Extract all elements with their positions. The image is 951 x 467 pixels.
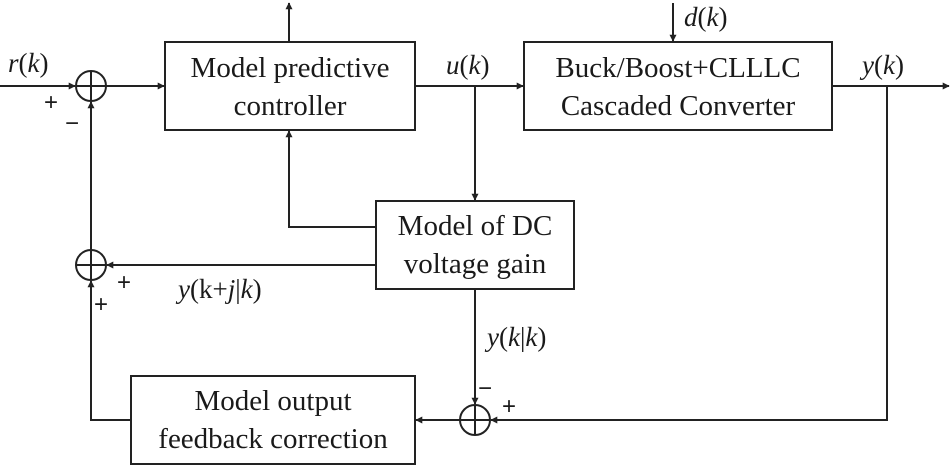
sign-sum3-model: − — [478, 375, 492, 402]
sign-sum3-output: + — [502, 393, 516, 420]
sign-sum1-feedback: − — [65, 110, 79, 137]
signal-label-output: y(k) — [859, 50, 904, 80]
mpc-label-line2: controller — [234, 90, 347, 122]
sign-sum2-prediction: + — [117, 269, 131, 296]
sign-sum1-reference: + — [44, 89, 58, 116]
signal-label-control: u(k) — [446, 50, 489, 80]
gain-model-label-line2: voltage gain — [404, 248, 547, 280]
converter-label-line2: Cascaded Converter — [561, 90, 796, 122]
signal-label-prediction: y(k+j|k) — [175, 274, 262, 304]
summing-junction-error — [459, 404, 491, 436]
mpc-label-line1: Model predictive — [191, 52, 390, 84]
correction-label-line2: feedback correction — [158, 423, 388, 455]
converter-block: Buck/Boost+CLLLC Cascaded Converter — [523, 41, 833, 131]
signal-label-disturbance: d(k) — [684, 2, 727, 32]
wire-gain-to-mpc — [285, 130, 376, 228]
gain-model-block: Model of DC voltage gain — [375, 200, 575, 290]
correction-block: Model output feedback correction — [130, 375, 416, 465]
wire-output-feedback — [490, 86, 888, 424]
converter-label-line1: Buck/Boost+CLLLC — [555, 52, 800, 84]
summing-junction-reference — [75, 70, 107, 102]
gain-model-label-line1: Model of DC — [398, 210, 553, 242]
summing-junction-prediction — [75, 249, 107, 281]
signal-label-reference: r(k) — [8, 48, 49, 78]
correction-label-line1: Model output — [194, 385, 351, 417]
wire-correction-to-sum2 — [87, 280, 131, 421]
mpc-block: Model predictive controller — [164, 41, 416, 131]
sign-sum2-correction: + — [94, 291, 108, 318]
signal-label-model-output: y(k|k) — [484, 322, 546, 352]
